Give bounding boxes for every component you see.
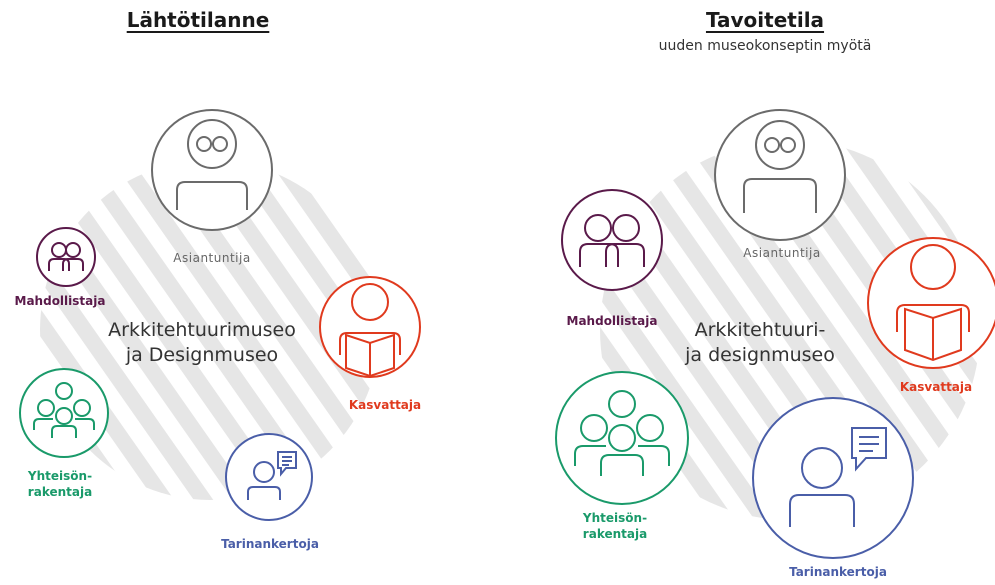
right-yhteisonrakentaja-label-1: Yhteisön- — [582, 511, 647, 525]
right-tarinankertoja-label: Tarinankertoja — [789, 565, 887, 579]
two-people-icon — [48, 242, 84, 271]
right-mahdollistaja-label: Mahdollistaja — [567, 314, 658, 328]
left-center-line1: Arkkitehtuurimuseo — [108, 319, 296, 341]
body-icon — [743, 178, 817, 213]
left-asiantuntija-node — [151, 109, 273, 231]
left-mahdollistaja-label: Mahdollistaja — [15, 294, 106, 308]
left-yhteisonrakentaja-node — [19, 368, 109, 458]
right-kasvattaja-label: Kasvattaja — [900, 380, 972, 394]
head-icon — [910, 244, 956, 290]
glasses-icon — [764, 137, 796, 153]
group-people-icon — [33, 382, 95, 438]
head-icon — [755, 120, 805, 170]
two-people-icon — [579, 214, 645, 267]
right-mahdollistaja-node — [561, 189, 663, 291]
right-heading: Tavoitetila — [705, 8, 825, 32]
left-kasvattaja-label: Kasvattaja — [349, 398, 421, 412]
body-icon — [247, 486, 281, 500]
body-icon — [339, 332, 401, 355]
right-yhteisonrakentaja-label-2: rakentaja — [583, 527, 647, 541]
head-icon — [187, 119, 237, 169]
right-asiantuntija-label: Asiantuntija — [743, 246, 820, 260]
left-tarinankertoja-node — [225, 433, 313, 521]
left-tarinankertoja-label: Tarinankertoja — [221, 537, 319, 551]
right-tarinankertoja-node — [752, 397, 914, 559]
left-asiantuntija-label: Asiantuntija — [173, 251, 250, 265]
speech-bubble-icon — [277, 451, 297, 477]
group-people-icon — [574, 390, 670, 476]
right-asiantuntija-node — [714, 109, 846, 241]
left-kasvattaja-node — [319, 276, 421, 378]
left-stripe-background — [40, 160, 380, 500]
left-center-line2: ja Designmuseo — [125, 344, 278, 366]
body-icon — [896, 304, 970, 332]
body-icon — [789, 494, 855, 527]
head-icon — [351, 283, 389, 321]
right-center-line1: Arkkitehtuuri- — [695, 319, 826, 341]
glasses-icon — [196, 136, 228, 152]
open-book-icon — [904, 307, 962, 362]
left-mahdollistaja-node — [36, 227, 96, 287]
head-icon — [253, 461, 275, 483]
left-yhteisonrakentaja-label-2: rakentaja — [28, 485, 92, 499]
right-subheading: uuden museokonseptin myötä — [658, 38, 872, 54]
right-center-line2: ja designmuseo — [684, 344, 835, 366]
body-icon — [176, 181, 248, 210]
left-yhteisonrakentaja-label-1: Yhteisön- — [27, 469, 92, 483]
speech-bubble-icon — [851, 427, 887, 472]
right-kasvattaja-node — [867, 237, 995, 369]
right-yhteisonrakentaja-node — [555, 371, 689, 505]
head-icon — [801, 447, 843, 489]
open-book-icon — [345, 333, 395, 378]
left-heading: Lähtötilanne — [126, 8, 270, 32]
